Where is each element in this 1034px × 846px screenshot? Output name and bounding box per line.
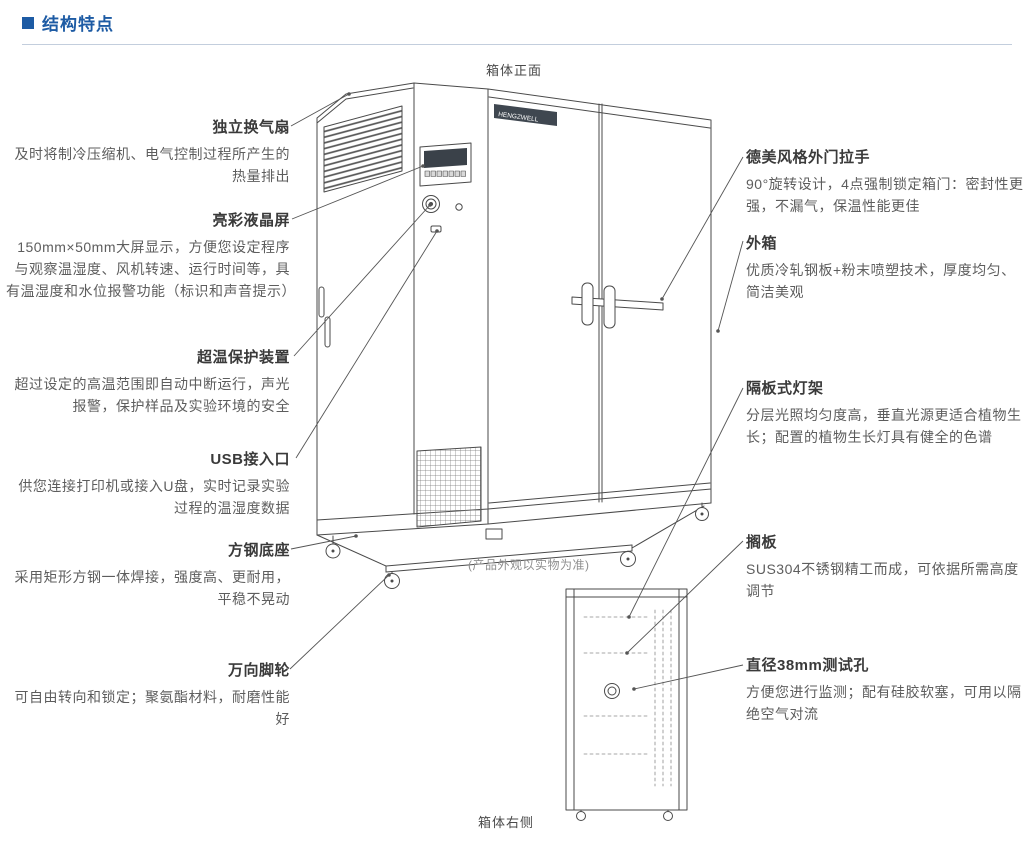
side-slot — [324, 316, 331, 348]
mesh-grille — [416, 446, 482, 528]
page-title: 结构特点 — [42, 15, 114, 34]
callout-title: 独立换气扇 — [212, 119, 290, 136]
callout-title: 德美风格外门拉手 — [746, 149, 871, 166]
callout-body: 方便您进行监测；配有硅胶软塞，可用以隔绝空气对流 — [746, 684, 1022, 722]
callout-usb-port: USB接入口 供您连接打印机或接入U盘，实时记录实验过程的温湿度数据 — [6, 448, 290, 519]
callout-title: 搁板 — [746, 534, 778, 551]
callout-title: 方钢底座 — [227, 542, 290, 559]
section-header: 结构特点 — [22, 0, 1012, 45]
callout-shelf-light-rack: 隔板式灯架 分层光照均匀度高，垂直光源更适合植物生长；配置的植物生长灯具有健全的… — [746, 377, 1024, 448]
callout-title: 外箱 — [746, 235, 778, 252]
caption-front-view: 箱体正面 — [486, 63, 543, 78]
callout-title: 万向脚轮 — [227, 662, 290, 679]
callout-body: SUS304不锈钢精工而成，可依据所需高度调节 — [746, 561, 1019, 599]
side-slot — [318, 286, 325, 318]
cabinet-front-drawing: HENGZWELL — [316, 82, 712, 589]
callout-title: 直径38mm测试孔 — [746, 657, 869, 674]
section-bullet-icon — [22, 16, 34, 29]
callout-title: 隔板式灯架 — [746, 380, 824, 397]
callout-body: 150mm×50mm大屏显示，方便您设定程序与观察温湿度、风机转速、运行时间等，… — [6, 239, 296, 299]
callout-body: 90°旋转设计，4点强制锁定箱门：密封性更强，不漏气，保温性能更佳 — [746, 176, 1024, 214]
callout-lcd-screen: 亮彩液晶屏 150mm×50mm大屏显示，方便您设定程序与观察温湿度、风机转速、… — [6, 209, 296, 302]
caption-side-view: 箱体右侧 — [478, 815, 535, 830]
door-handle — [571, 282, 664, 329]
small-button — [455, 203, 463, 211]
svg-text:HENGZWELL: HENGZWELL — [498, 111, 539, 124]
callout-casters: 万向脚轮 可自由转向和锁定；聚氨酯材料，耐磨性能好 — [6, 659, 290, 730]
callout-steel-base: 方钢底座 采用矩形方钢一体焊接，强度高、更耐用，平稳不晃动 — [6, 539, 290, 610]
callout-title: USB接入口 — [210, 451, 290, 468]
callout-body: 供您连接打印机或接入U盘，实时记录实验过程的温湿度数据 — [18, 478, 290, 516]
callout-body: 采用矩形方钢一体焊接，强度高、更耐用，平稳不晃动 — [14, 569, 290, 607]
side-casters — [576, 809, 673, 821]
cabinet-side-drawing — [565, 588, 688, 821]
test-hole — [604, 683, 620, 699]
caption-disclaimer: (产品外观以实物为准) — [468, 558, 590, 572]
callout-body: 超过设定的高温范围即自动中断运行，声光报警，保护样品及实验环境的安全 — [14, 376, 290, 414]
callout-overtemp-protection: 超温保护装置 超过设定的高温范围即自动中断运行，声光报警，保护样品及实验环境的安… — [6, 346, 290, 417]
overtemp-dial — [422, 195, 440, 213]
callout-title: 亮彩液晶屏 — [212, 212, 290, 229]
callout-title: 超温保护装置 — [196, 349, 290, 366]
callout-shelf: 搁板 SUS304不锈钢精工而成，可依据所需高度调节 — [746, 531, 1024, 602]
leader-lines — [289, 92, 744, 691]
vent-grille — [323, 105, 403, 193]
callout-body: 可自由转向和锁定；聚氨酯材料，耐磨性能好 — [14, 689, 290, 727]
callout-door-handle: 德美风格外门拉手 90°旋转设计，4点强制锁定箱门：密封性更强，不漏气，保温性能… — [746, 146, 1024, 217]
lcd-panel — [419, 142, 472, 187]
caster-wheels — [325, 502, 709, 589]
callout-outer-cabinet: 外箱 优质冷轧钢板+粉末喷塑技术，厚度均匀、简洁美观 — [746, 232, 1024, 303]
callout-ventilation-fan: 独立换气扇 及时将制冷压缩机、电气控制过程所产生的热量排出 — [6, 116, 290, 187]
callout-body: 及时将制冷压缩机、电气控制过程所产生的热量排出 — [14, 146, 290, 184]
callout-body: 分层光照均匀度高，垂直光源更适合植物生长；配置的植物生长灯具有健全的色谱 — [746, 407, 1022, 445]
callout-test-hole: 直径38mm测试孔 方便您进行监测；配有硅胶软塞，可用以隔绝空气对流 — [746, 654, 1024, 725]
usb-port — [430, 225, 442, 233]
callout-body: 优质冷轧钢板+粉末喷塑技术，厚度均匀、简洁美观 — [746, 262, 1016, 300]
brand-logo: HENGZWELL — [494, 104, 557, 126]
